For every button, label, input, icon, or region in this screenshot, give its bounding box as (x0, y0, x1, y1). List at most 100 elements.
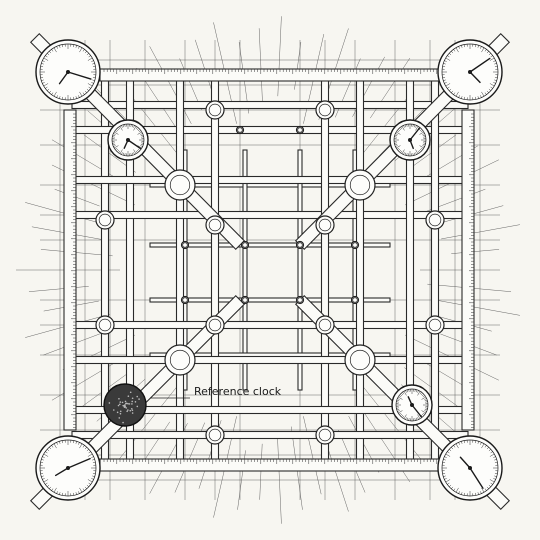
reference-texture-dot (124, 404, 126, 406)
joint-outer (165, 345, 195, 375)
dial-center (126, 138, 130, 142)
dial-center (408, 138, 412, 142)
middle-vertical-rod (432, 72, 439, 468)
hatch-line (441, 225, 520, 239)
reference-texture-dot (129, 403, 131, 405)
hatch-line (370, 58, 410, 118)
reference-texture-dot (131, 401, 133, 403)
reference-texture-dot (130, 391, 132, 393)
joint-outer (426, 316, 444, 334)
dial-center (66, 70, 70, 74)
dial-center (468, 70, 472, 74)
hatch-line (143, 422, 169, 462)
hatch-line (326, 443, 348, 511)
small-joint (352, 297, 359, 304)
large-joint-clock (345, 345, 375, 375)
dial-center (410, 403, 414, 407)
small-joint (242, 242, 249, 249)
large-joint-clock (345, 170, 375, 200)
reference-texture-dot (127, 409, 129, 411)
medium-joint-clock (206, 216, 224, 234)
reference-texture-dot (132, 397, 134, 399)
small-joint (242, 297, 249, 304)
hatch-line (433, 300, 520, 316)
reference-texture-dot (125, 403, 127, 405)
small-joint (182, 297, 189, 304)
medium-joint-clock (426, 316, 444, 334)
reference-texture-dot (129, 410, 131, 412)
reference-texture-dot (122, 402, 124, 404)
small-joint (297, 127, 304, 134)
reference-texture-dot (127, 403, 129, 405)
hatch-line (29, 286, 89, 291)
small-joint (237, 127, 244, 134)
reference-texture-dot (132, 409, 134, 411)
small-joint (182, 242, 189, 249)
corner-clock-tl (36, 40, 100, 104)
dial-center (468, 466, 472, 470)
reference-clock (104, 384, 146, 426)
medium-joint-clock (426, 211, 444, 229)
frame-rod-right (462, 110, 474, 430)
reference-texture-dot (113, 409, 115, 411)
hatch-line (278, 16, 282, 96)
joint-outer (345, 345, 375, 375)
reference-texture-dot (124, 406, 126, 408)
medium-joint-clock (206, 101, 224, 119)
inner-clock-tr (390, 120, 430, 160)
frame-rod-left (64, 110, 76, 430)
reference-texture-dot (119, 403, 121, 405)
medium-joint-clock (316, 216, 334, 234)
joint-outer (206, 101, 224, 119)
small-joint (297, 297, 304, 304)
small-joint (352, 242, 359, 249)
small-joint (297, 242, 304, 249)
reference-texture-dot (118, 405, 120, 407)
inner-clock-tl (108, 120, 148, 160)
reference-texture-dot (120, 413, 122, 415)
reference-clock-label: Reference clock (194, 385, 282, 398)
dial-center (66, 466, 70, 470)
medium-joint-clock (206, 426, 224, 444)
medium-joint-clock (316, 316, 334, 334)
joint-outer (316, 426, 334, 444)
reference-texture-dot (119, 401, 121, 403)
reference-texture-dot (135, 401, 137, 403)
large-joint-clock (165, 345, 195, 375)
medium-joint-clock (206, 316, 224, 334)
reference-texture-dot (120, 410, 122, 412)
hatch-line (55, 189, 100, 206)
joint-outer (426, 211, 444, 229)
medium-joint-clock (96, 211, 114, 229)
inner-clock-br (392, 385, 432, 425)
joint-outer (206, 216, 224, 234)
large-joint-clock (165, 170, 195, 200)
reference-texture-dot (122, 422, 124, 424)
corner-clock-bl (36, 436, 100, 500)
reference-texture-dot (118, 398, 120, 400)
corner-clock-tr (438, 40, 502, 104)
medium-joint-clock (96, 316, 114, 334)
reference-texture-dot (128, 395, 130, 397)
reference-texture-dot (125, 401, 127, 403)
joint-outer (96, 211, 114, 229)
reference-texture-dot (136, 396, 138, 398)
hatch-line (259, 28, 262, 104)
reference-texture-dot (131, 408, 133, 410)
joint-outer (96, 316, 114, 334)
middle-horizontal-rod (72, 432, 468, 439)
joint-outer (345, 170, 375, 200)
joint-outer (206, 426, 224, 444)
hatch-line (418, 189, 485, 214)
reference-texture-dot (131, 403, 133, 405)
reference-texture-dot (109, 402, 111, 404)
reference-texture-dot (132, 412, 134, 414)
joint-outer (316, 316, 334, 334)
joint-outer (206, 316, 224, 334)
joint-outer (316, 101, 334, 119)
joint-outer (316, 216, 334, 234)
reference-texture-dot (136, 406, 138, 408)
reference-texture-dot (138, 398, 140, 400)
hatch-line (451, 249, 499, 253)
